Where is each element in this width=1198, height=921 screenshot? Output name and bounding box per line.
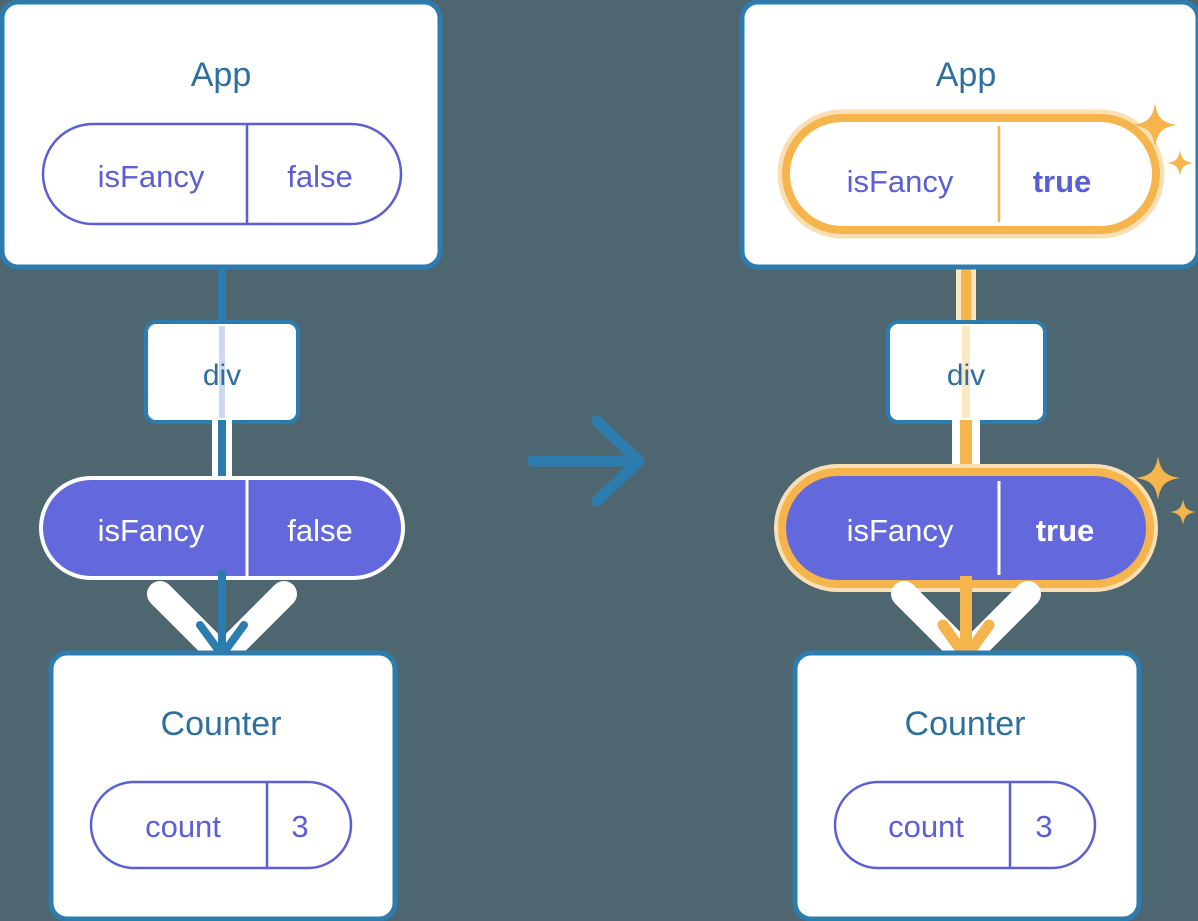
render-arrow-before: [160, 570, 284, 656]
props-pill-after: isFancy true: [774, 456, 1196, 592]
card-title-div-before: div: [203, 359, 241, 392]
pill-value-counter-after: 3: [1035, 809, 1052, 844]
sparkle-small-icon: [1170, 499, 1196, 525]
card-title-counter-after: Counter: [905, 705, 1026, 743]
pill-key-counter-before: count: [145, 809, 221, 844]
props-pill-value-after: true: [1036, 513, 1095, 548]
state-pill-app-before: isFancy false: [41, 122, 403, 226]
card-title-counter-before: Counter: [161, 705, 282, 743]
pill-value-app-before: false: [287, 159, 352, 194]
card-title-app-after: App: [936, 56, 997, 94]
card-app-after: App isFancy true: [739, 0, 1198, 270]
props-pill-before: isFancy false: [39, 476, 405, 580]
card-app-before: App isFancy false: [0, 0, 443, 270]
props-pill-key-after: isFancy: [847, 513, 954, 548]
pill-key-app-before: isFancy: [98, 159, 205, 194]
state-pill-app-after: isFancy true: [777, 109, 1165, 239]
pill-key-counter-after: count: [888, 809, 964, 844]
card-title-app-before: App: [191, 56, 252, 94]
state-pill-counter-before: count 3: [89, 780, 353, 870]
card-div-before: div: [144, 320, 300, 424]
props-pill-key-before: isFancy: [98, 513, 205, 548]
transition-arrow-right-icon: [527, 415, 645, 507]
panel-after: App isFancy true div: [739, 0, 1198, 921]
state-pill-counter-after: count 3: [833, 780, 1097, 870]
pill-key-app-after: isFancy: [847, 164, 954, 199]
highlight-ring-props-after: [778, 468, 1154, 588]
card-div-after: div: [886, 320, 1047, 424]
panel-before: App isFancy false div isFancy false: [0, 0, 443, 921]
connector-app-to-div-before: [218, 215, 226, 330]
pill-value-app-after: true: [1033, 164, 1092, 199]
card-counter-before: Counter count 3: [48, 650, 398, 921]
connector-div-to-props-before: [212, 420, 232, 490]
card-title-div-after: div: [947, 359, 985, 392]
pill-value-counter-before: 3: [291, 809, 308, 844]
highlight-ring-app-after: [782, 114, 1160, 234]
card-counter-after: Counter count 3: [792, 650, 1142, 921]
props-pill-value-before: false: [287, 513, 352, 548]
